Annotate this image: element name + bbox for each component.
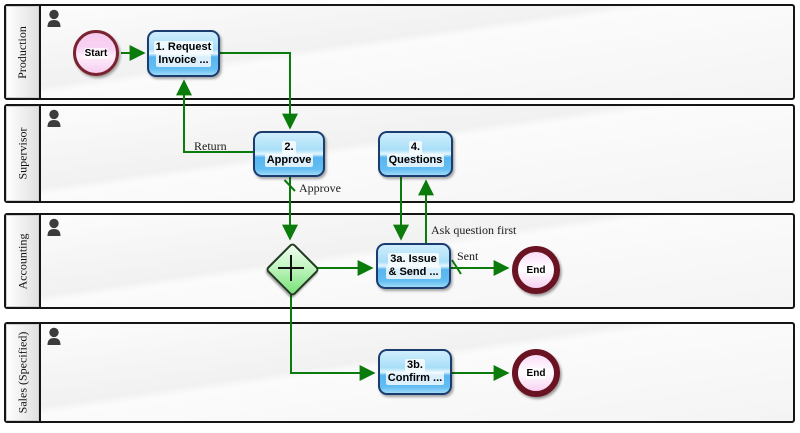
edge-label-sent: Sent: [457, 249, 479, 263]
default-flow-marker: [451, 259, 462, 275]
task-4-questions[interactable]: 4. Questions: [378, 131, 453, 177]
edge-label-ask-question-first: Ask question first: [431, 223, 517, 237]
gateway-diamond: [264, 241, 321, 298]
task-label-line1: 1. Request: [153, 40, 214, 54]
task-3a-issue-send[interactable]: 3a. Issue & Send ...: [376, 243, 451, 289]
lane-label-production: Production: [6, 6, 41, 98]
task-label-line1: 3b.: [405, 359, 425, 372]
parallel-gateway[interactable]: [264, 241, 321, 298]
end-event-label: End: [525, 367, 547, 379]
end-event-accounting[interactable]: End: [512, 246, 560, 294]
task-2-approve[interactable]: 2. Approve: [253, 131, 325, 177]
person-icon: [46, 9, 64, 30]
default-flow-marker: [283, 179, 296, 192]
edge-label-return: Return: [194, 139, 227, 153]
task-label-line1: 4.: [408, 141, 423, 154]
task-label-line2: & Send ...: [386, 266, 441, 279]
start-event-label: Start: [83, 47, 109, 59]
lane-label-supervisor: Supervisor: [6, 106, 41, 201]
end-event-label: End: [525, 264, 547, 276]
start-event[interactable]: Start: [73, 30, 119, 76]
task-label-line2: Questions: [386, 154, 445, 167]
plus-icon: [290, 255, 292, 281]
person-icon: [46, 218, 64, 239]
person-icon: [46, 109, 64, 130]
task-label-line1: 3a. Issue: [388, 253, 439, 266]
task-label-line1: 2.: [282, 141, 296, 154]
task-3b-confirm[interactable]: 3b. Confirm ...: [378, 349, 452, 395]
edge-label-approve: Approve: [299, 181, 341, 195]
lane-label-sales: Sales (Specified): [6, 324, 41, 421]
task-label-line2: Confirm ...: [385, 372, 445, 385]
flow-task2-to-task1-return[interactable]: [176, 79, 253, 153]
flow-task1-to-task2[interactable]: [220, 52, 298, 130]
task-label-line2: Approve: [264, 154, 314, 167]
person-icon: [46, 327, 64, 348]
task-1-request-invoice[interactable]: 1. Request Invoice ...: [147, 30, 220, 77]
end-event-sales[interactable]: End: [512, 349, 560, 397]
flow-gateway-to-task3b[interactable]: [290, 294, 376, 381]
lane-label-accounting: Accounting: [6, 215, 41, 307]
task-label-line2: Invoice ...: [156, 53, 211, 67]
